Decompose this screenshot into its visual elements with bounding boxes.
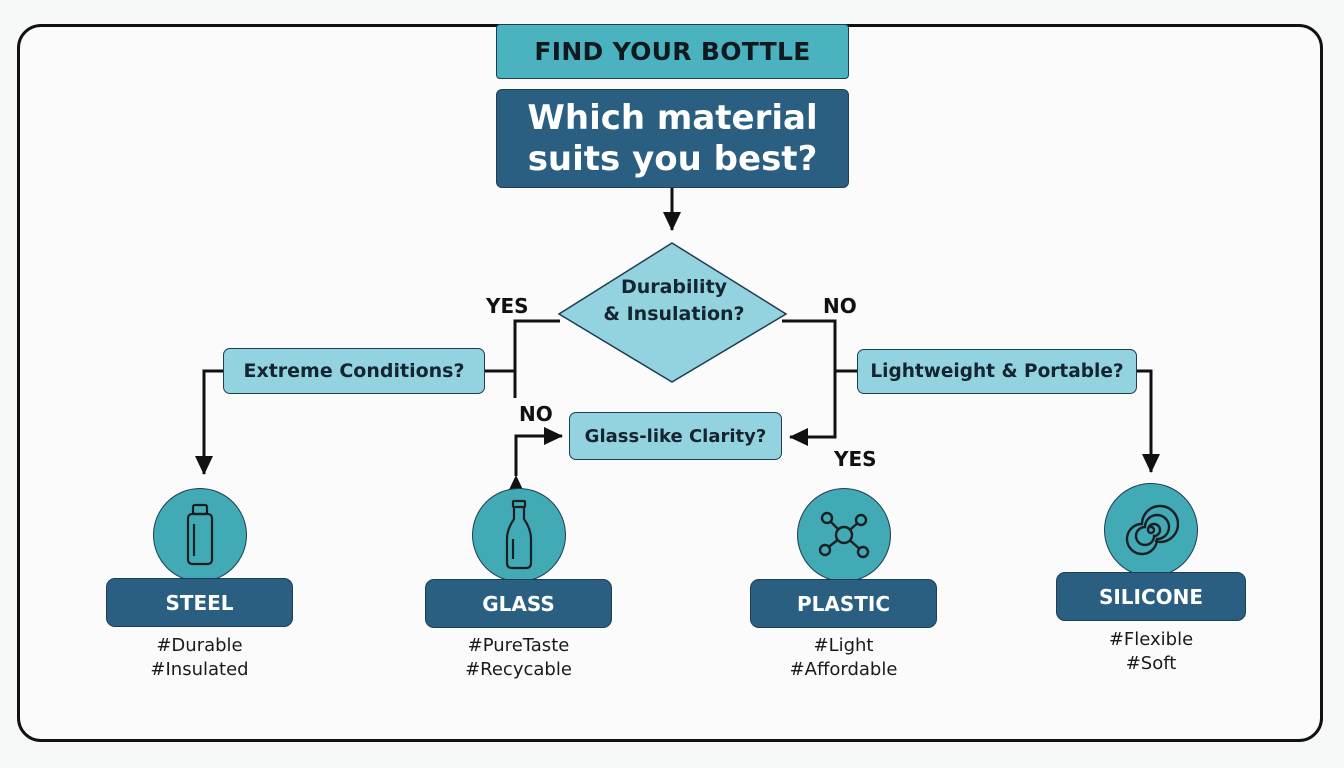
header-tag: FIND YOUR BOTTLE: [496, 24, 849, 79]
steel-icon-circle: [153, 488, 247, 582]
main-question-line1: Which material: [527, 98, 818, 139]
arrow-lightweight-to-silicone: [1137, 369, 1160, 473]
plastic-icon-circle: [797, 488, 891, 582]
glass-icon-circle: [472, 488, 566, 582]
main-question-line2: suits you best?: [527, 138, 818, 179]
glass-bottle-icon: [505, 499, 533, 570]
main-question: Which material suits you best?: [496, 89, 849, 188]
durability-diamond: [557, 242, 788, 383]
extreme-conditions-question: Extreme Conditions?: [223, 348, 485, 394]
branch-label-durability-yes: YES: [486, 294, 529, 318]
plastic-tag-2: #Affordable: [789, 658, 898, 680]
arrow-extreme-to-steel: [195, 369, 223, 475]
glass-tags: #PureTaste #Recycable: [425, 634, 612, 682]
durability-question-line1: Durability: [620, 276, 728, 298]
arrow-durability-no-to-clarity: [782, 319, 837, 446]
plastic-tags: #Light #Affordable: [750, 634, 937, 682]
material-label-silicone: SILICONE: [1056, 572, 1246, 621]
durability-question-line2: & Insulation?: [603, 302, 745, 325]
steel-tag-1: #Durable: [156, 635, 243, 656]
durability-question: Durability & Insulation?: [589, 274, 759, 327]
branch-label-extreme-no: NO: [519, 402, 553, 426]
material-label-steel: STEEL: [106, 578, 293, 627]
branch-label-durability-no: NO: [823, 294, 857, 318]
molecule-icon: [818, 511, 870, 559]
glass-clarity-question: Glass-like Clarity?: [569, 412, 782, 460]
branch-label-clarity-yes: YES: [834, 447, 877, 471]
glass-tag-2: #Recycable: [465, 658, 572, 680]
lightweight-portable-question: Lightweight & Portable?: [857, 349, 1137, 394]
steel-tag-2: #Insulated: [150, 658, 249, 680]
silicone-tag-1: #Flexible: [1108, 629, 1194, 650]
material-label-plastic: PLASTIC: [750, 579, 937, 628]
material-label-glass: GLASS: [425, 579, 612, 628]
spiral-icon: [1125, 504, 1179, 556]
arrow-extreme-no-to-glass: [507, 427, 563, 494]
thermos-bottle-icon: [186, 503, 214, 566]
connector-durability-yes: [513, 319, 560, 398]
silicone-tags: #Flexible #Soft: [1056, 628, 1246, 676]
glass-tag-1: #PureTaste: [467, 635, 570, 656]
steel-tags: #Durable #Insulated: [106, 634, 293, 682]
plastic-tag-1: #Light: [813, 635, 874, 656]
silicone-icon-circle: [1104, 483, 1198, 577]
silicone-tag-2: #Soft: [1125, 652, 1177, 674]
